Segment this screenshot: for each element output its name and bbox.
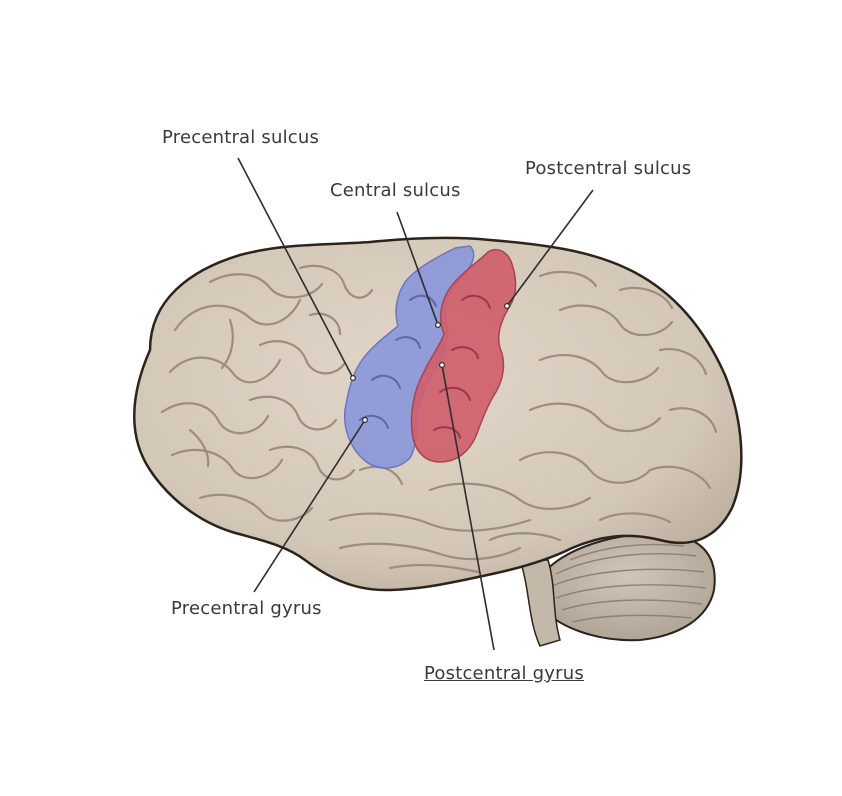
pointer-dot-postcentral-sulcus — [505, 304, 510, 309]
pointer-dot-postcentral-gyrus — [440, 363, 445, 368]
label-central-sulcus: Central sulcus — [330, 180, 461, 201]
pointer-dot-precentral-gyrus — [363, 418, 368, 423]
pointer-dot-central-sulcus — [436, 323, 441, 328]
label-postcentral-sulcus: Postcentral sulcus — [525, 158, 691, 179]
pointer-dot-precentral-sulcus — [351, 376, 356, 381]
label-precentral-gyrus: Precentral gyrus — [171, 598, 322, 619]
label-postcentral-gyrus[interactable]: Postcentral gyrus — [424, 663, 584, 684]
label-precentral-sulcus: Precentral sulcus — [162, 127, 319, 148]
